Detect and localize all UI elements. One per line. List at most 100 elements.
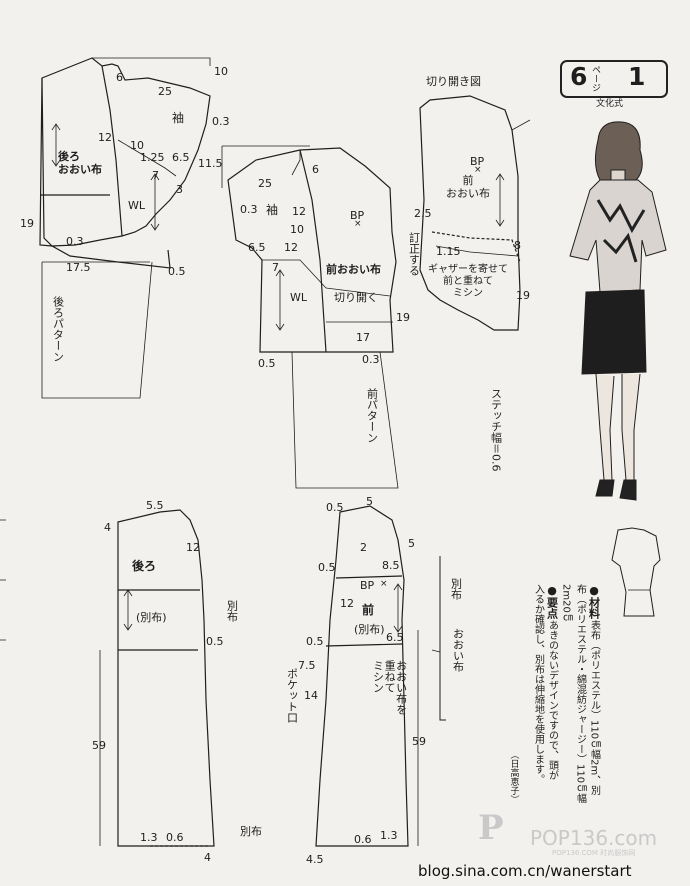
dim-label: 0.5 [306,635,324,648]
open-diagram-title: 切り開き図 [426,75,481,88]
dim-label: 0.5 [206,635,224,648]
dim-label: 7.5 [298,659,316,672]
bp-mark: × [380,579,388,589]
dim-label: 0.3 [362,353,380,366]
points-text-1: あきのないデザインですので、頭が [546,620,558,780]
gather-note: ギャザーを寄せて 前と重ねて ミシン [428,264,508,299]
bp-mark: × [474,165,482,175]
materials-text-3: 2m20㎝ [560,584,572,623]
front-sleeve-label: 袖 [266,203,279,217]
dim-label: 0.5 [258,357,276,370]
materials-text-2: 布（ポリエステル・綿混紡ジャージー）110㎝幅 [574,584,586,804]
dim-label: 12 [186,541,200,554]
page-badge: 6 ページ 1 [560,60,668,98]
dim-label: 12 [292,205,306,218]
back-cover-name: 後ろ おおい布 [58,150,102,177]
dim-label: 5.5 [146,499,164,512]
misc-lines [0,519,6,641]
style-name: 文化式 [596,99,624,109]
dim-label: 8.5 [382,559,400,572]
page-label: ページ [590,65,600,92]
front-bp-label-lower: BP [360,579,375,592]
materials-title: ●材料 [587,584,601,619]
dim-label: 0.5 [168,265,186,278]
cut-open-label: 切り開く [334,291,378,304]
dim-label: 1.3 [380,829,398,842]
pocket-label: ポケット口 [285,668,299,723]
front-pattern-name: 前パターン [365,388,379,443]
dim-label: 2 [360,541,367,554]
dim-label: 25 [258,177,272,190]
dim-label: 17.5 [66,261,91,274]
dim-label: 4 [104,521,111,534]
dim-label: 7 [152,169,159,182]
dim-label: 6.5 [386,631,404,644]
dim-label: 19 [20,217,34,230]
dim-label: 3 [176,183,183,196]
dim-label: 17 [356,331,370,344]
back-pattern-name: 後ろパターン [51,296,65,362]
dim-label: 6 [312,163,319,176]
bp-mark: × [354,219,362,229]
dim-label: 12 [340,597,354,610]
dim-label: 10 [130,139,144,152]
dim-label: 0.6 [166,831,184,844]
points-title: ●要点 [545,584,559,619]
wl-label: WL [290,291,308,304]
dim-label: 11.5 [198,157,223,170]
wl-label: WL [128,199,146,212]
watermark-brand: POP136.com [530,826,658,850]
back-side-separate: 別布 [225,600,239,622]
front-separate-side: 別布 [449,578,463,600]
stitch-width: ステッチ幅＝0.6 [489,388,503,472]
dim-label: 1.3 [140,831,158,844]
back-dress-name: 後ろ [132,559,157,573]
pattern-lines [39,57,661,847]
materials-text-1: 表布（ポリエステル）110㎝幅2m、別 [588,620,600,796]
open-bp-label: BP [470,155,485,168]
dim-label: 1.25 [140,151,165,164]
dim-label: 12 [98,131,112,144]
dim-label: 2.5 [414,207,432,220]
dim-label: 6.5 [248,241,266,254]
back-sleeve-label: 袖 [172,111,185,125]
dim-label: 12 [284,241,298,254]
dim-label: 19 [516,289,530,302]
front-bp-label: BP [350,209,365,222]
dim-label: 0.3 [212,115,230,128]
dim-label: 19 [396,311,410,324]
blog-url: blog.sina.com.cn/wanerstart [418,862,632,880]
dim-label: 1.15 [436,245,461,258]
dim-label: 7 [272,261,279,274]
dim-label: 10 [214,65,228,78]
dim-label: 8 [514,239,521,252]
front-cover-side: おおい布 [451,628,465,672]
back-separate-label: (別布) [136,611,167,624]
dim-label: 6.5 [172,151,190,164]
dim-label: 14 [304,689,318,702]
dim-label: 59 [92,739,106,752]
dim-label: 0.5 [326,501,344,514]
back-hem-separate: 別布 [240,825,262,838]
watermark-logo-icon: P [478,808,504,848]
overlap-note: おおい布を 重ねて ミシン [371,660,408,715]
dim-label: 6 [116,71,123,84]
front-separate-label: (別布) [354,623,385,636]
points-text-2: 入るか確認し、別布は伸縮地を使用します。 [532,584,544,784]
dim-label: 10 [290,223,304,236]
dim-label: 59 [412,735,426,748]
dim-label: 0.6 [354,833,372,846]
page-number: 6 [570,62,588,91]
dim-label: 0.3 [66,235,84,248]
dim-label: 0.5 [318,561,336,574]
model-figure [569,121,667,501]
credit: （日高恵子） [508,750,519,804]
front-dress-name: 前 [362,603,375,617]
correct-label: 訂正する [407,232,421,276]
front-cover-name: 前おおい布 [326,263,381,276]
dim-label: 4.5 [306,853,324,866]
watermark-sub: POP136.COM 时尚服饰网 [552,849,636,857]
open-cover-name: 前 おおい布 [446,174,490,201]
dim-label: 4 [204,851,211,864]
